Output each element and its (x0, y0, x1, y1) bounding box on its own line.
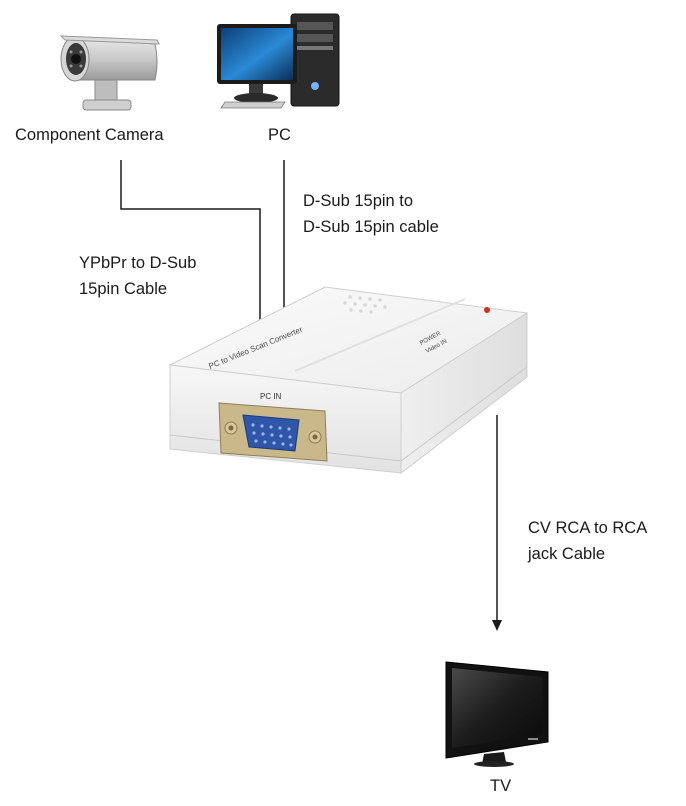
tv-cable-label-line2: jack Cable (528, 545, 606, 563)
security-camera-icon (59, 35, 160, 111)
camera-cable-label-line1: YPbPr to D-Sub (79, 254, 197, 272)
camera-cable-line (120, 160, 261, 375)
pc-label: PC (268, 126, 291, 144)
tv-cable-label-line1: CV RCA to RCA (528, 519, 648, 537)
camera-label: Component Camera (15, 126, 164, 144)
flat-screen-tv-icon (445, 661, 549, 767)
pc-cable-label-line1: D-Sub 15pin to (303, 192, 414, 210)
converter-box-icon: PC to Video Scan Converter POWER Video I… (168, 286, 529, 475)
camera-cable-label-line2: 15pin Cable (79, 280, 168, 298)
desktop-computer-icon (217, 13, 340, 109)
tv-cable-arrow (492, 620, 502, 631)
pc-cable-label-line2: D-Sub 15pin cable (303, 218, 439, 236)
tv-label: TV (490, 777, 512, 795)
converter-port-label: PC IN (260, 392, 282, 401)
